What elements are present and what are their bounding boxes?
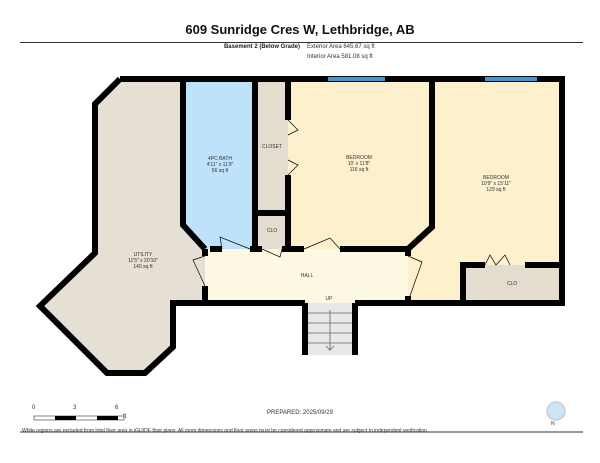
- scale-tick-0: 0: [32, 405, 36, 411]
- scale-tick-6: 6: [115, 405, 119, 411]
- hall-name: HALL: [301, 273, 314, 279]
- compass-icon: [546, 401, 566, 421]
- level-label: Basement 2 (Below Grade): [223, 44, 300, 50]
- bath-dims: 4'11" x 11'9": [207, 162, 234, 168]
- bedroom2-dims: 10'9" x 15'11": [481, 181, 511, 187]
- room-closet: [255, 79, 288, 213]
- disclaimer: White regions are excluded from total fl…: [22, 428, 429, 434]
- bedroom1-name: BEDROOM: [346, 155, 372, 161]
- room-clo2: [463, 265, 560, 301]
- room-utility: [40, 79, 205, 373]
- bedroom2-area: 129 sq ft: [486, 187, 506, 193]
- scale-bar: [33, 415, 125, 421]
- interior-area: Interior Area 581.08 sq ft: [307, 54, 373, 60]
- bath-name: 4PC BATH: [208, 156, 232, 162]
- utility-area: 140 sq ft: [133, 264, 153, 270]
- scale-tick-3: 3: [73, 405, 77, 411]
- compass-label: N: [551, 421, 555, 427]
- room-labels: UTILITY 11'5" x 20'10" 140 sq ft 4PC BAT…: [128, 144, 517, 302]
- utility-name: UTILITY: [134, 252, 153, 258]
- bedroom1-area: 116 sq ft: [350, 167, 369, 173]
- bath-area: 56 sq ft: [212, 168, 229, 174]
- room-clo1: [255, 213, 288, 249]
- clo1-name: CLO: [267, 228, 277, 234]
- clo2-name: CLO: [507, 281, 517, 287]
- stairs-label: UP: [326, 296, 334, 302]
- bedroom2-name: BEDROOM: [483, 175, 509, 181]
- door-swings: [192, 119, 511, 297]
- closet-name: CLOSET: [262, 144, 282, 150]
- prepared-date: PREPARED: 2025/09/29: [267, 410, 333, 416]
- stair-treads: [308, 310, 352, 351]
- bedroom1-dims: 10' x 11'8": [348, 161, 371, 167]
- room-bedroom1: [288, 79, 432, 249]
- utility-dims: 11'5" x 20'10": [128, 258, 158, 264]
- header-divider: [20, 42, 583, 43]
- exterior-area: Exterior Area 645.67 sq ft: [307, 44, 375, 50]
- room-hall: [205, 249, 408, 303]
- room-bath: [183, 79, 255, 249]
- scale-unit: ft: [123, 414, 127, 420]
- page-title: 609 Sunridge Cres W, Lethbridge, AB: [185, 22, 415, 37]
- room-bedroom2: [408, 79, 562, 303]
